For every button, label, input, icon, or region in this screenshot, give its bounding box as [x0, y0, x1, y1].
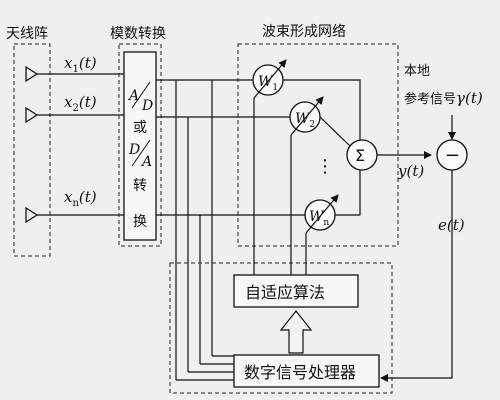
converter-huan: 换: [133, 213, 147, 230]
dsp-to-algorithm-arrow: [279, 310, 313, 354]
dsp-box: [233, 354, 380, 388]
weight-wn-label: Wn: [309, 209, 329, 228]
w2-to-sum-line: [319, 116, 351, 147]
antenna-array-label: 天线阵: [6, 26, 48, 42]
weight-wn-arrow: [305, 194, 339, 234]
antenna-n-icon: [25, 206, 39, 224]
antenna-2-icon: [25, 106, 39, 124]
converter-a1: A: [127, 88, 139, 104]
adc-dac-label: 模数转换: [110, 25, 166, 42]
converter-or: 或: [133, 120, 147, 136]
adaptive-algorithm-label: 自适应算法: [245, 283, 325, 302]
beamforming-network-label: 波束形成网络: [262, 24, 346, 40]
weight-w1-label: W1: [258, 74, 278, 93]
adc-dac-box: [123, 51, 157, 241]
reference-signal-label: 参考信号γ(t): [404, 89, 483, 107]
weight-w2-label: W2: [295, 111, 315, 130]
converter-a2: A: [140, 154, 152, 170]
converter-slash-2: [131, 139, 151, 167]
dsp-label: 数字信号处理器: [244, 363, 356, 382]
weights-ellipsis: ⋮: [316, 156, 334, 177]
weight-w2-arrow: [290, 96, 324, 136]
local-label: 本地: [404, 64, 430, 79]
weight-w1-arrow: [253, 59, 287, 99]
converter-slash-1: [131, 81, 151, 109]
w1-to-sum-line: [283, 79, 361, 140]
adaptive-algorithm-box: [233, 274, 359, 308]
processing-box: [169, 262, 393, 394]
beamforming-network-box: [237, 43, 399, 247]
signal-xn-label: xn(t): [64, 188, 97, 209]
antenna-array-box: [13, 43, 51, 257]
wn-to-sum-line: [335, 170, 361, 216]
antenna-1-icon: [25, 65, 39, 83]
adc-dac-outer-box: [118, 43, 162, 247]
minus-symbol: −: [445, 145, 460, 166]
converter-d1: D: [141, 98, 153, 114]
signal-x1-label: x1(t): [64, 54, 97, 75]
output-label: y(t): [397, 162, 424, 180]
error-label: e(t): [438, 216, 465, 234]
sum-symbol: Σ: [355, 146, 365, 165]
error-feedback-line: [380, 170, 453, 382]
converter-zhuan: 转: [133, 178, 147, 194]
converter-d2: D: [128, 142, 140, 158]
signal-x2-label: x2(t): [64, 93, 97, 114]
